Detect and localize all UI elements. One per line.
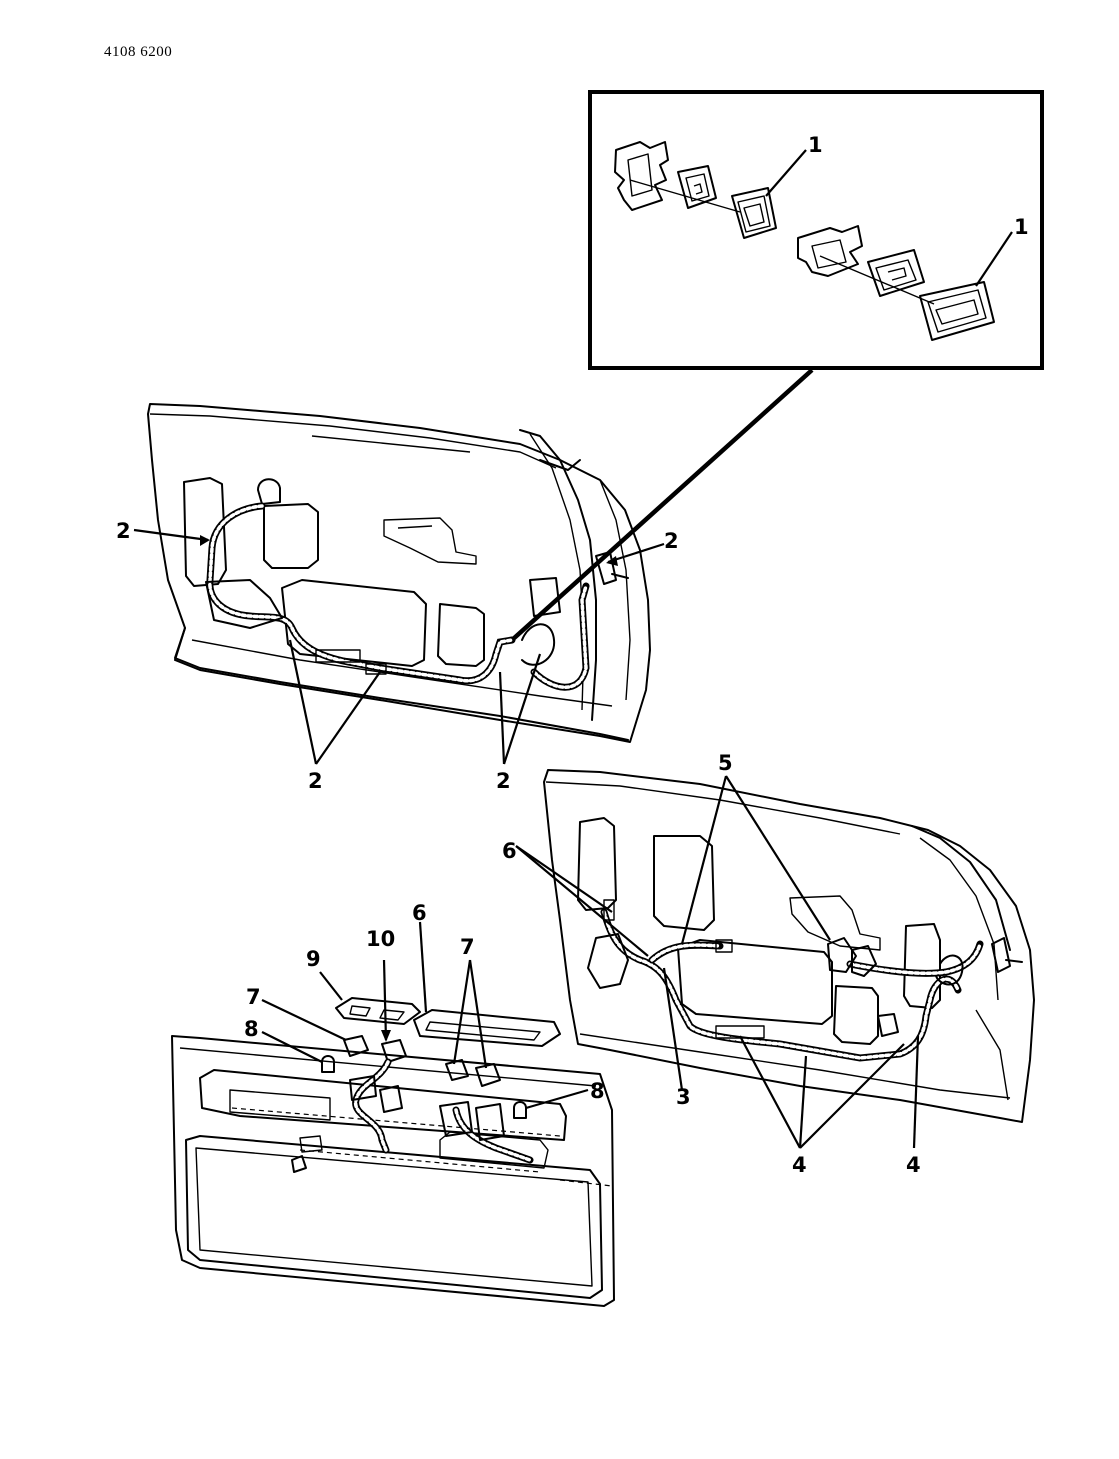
wiring-harness-upper xyxy=(205,502,590,691)
callout-2c: 2 xyxy=(308,769,323,793)
callout-8b: 8 xyxy=(590,1079,605,1103)
callout-8a: 8 xyxy=(244,1017,259,1041)
callout-6a: 6 xyxy=(502,839,517,863)
callout-4b: 4 xyxy=(906,1153,921,1177)
leaders-trim xyxy=(261,921,589,1110)
callout-7a: 7 xyxy=(246,985,261,1009)
callout-6b: 6 xyxy=(412,901,427,925)
callout-7b: 7 xyxy=(460,935,475,959)
wiring-harness-lower xyxy=(587,899,984,1062)
callout-2a: 2 xyxy=(116,519,131,543)
door-trim-panel xyxy=(171,1035,615,1307)
grille-assembly-upper xyxy=(614,141,777,239)
door-inner-panel-lower xyxy=(543,769,1035,1123)
detail-inset xyxy=(588,90,1044,370)
inset-connector-line xyxy=(510,368,814,642)
callout-5: 5 xyxy=(718,751,733,775)
callout-labels: 1 1 2 2 2 2 3 4 4 5 6 6 7 7 8 8 9 10 xyxy=(116,133,1029,1177)
callout-2d: 2 xyxy=(496,769,511,793)
callout-1a: 1 xyxy=(808,133,823,157)
callout-3: 3 xyxy=(676,1085,691,1109)
grille-assembly-lower xyxy=(797,225,995,341)
callout-10: 10 xyxy=(366,927,395,951)
leaders-lower xyxy=(515,775,920,1149)
callout-4a: 4 xyxy=(792,1153,807,1177)
door-inner-panel-upper xyxy=(147,403,651,743)
callout-2b: 2 xyxy=(664,529,679,553)
switch-components xyxy=(321,997,561,1164)
leaders-2 xyxy=(133,528,665,765)
callout-1b: 1 xyxy=(1014,215,1029,239)
callout-9: 9 xyxy=(306,947,321,971)
document-code: 4108 6200 xyxy=(104,44,173,60)
